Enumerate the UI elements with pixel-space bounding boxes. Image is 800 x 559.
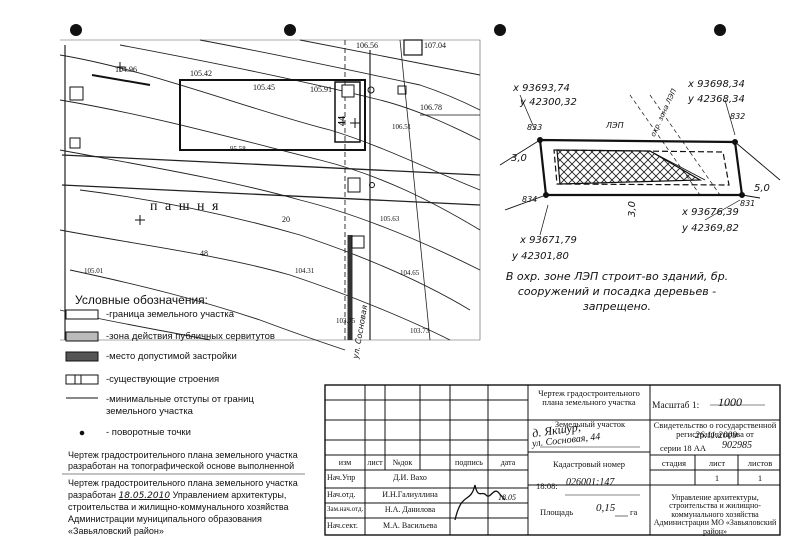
coordinate-x: х 93671,79 [520,235,577,246]
elevation-label: 104.96 [115,65,137,74]
elevation-label: 106.78 [420,103,442,112]
point-number: 833 [527,123,543,132]
binder-hole [494,24,506,36]
cadastral-value: 026001:147 [566,477,615,488]
elevation-label: 105.63 [380,215,400,223]
point-number: 832 [730,112,746,121]
coordinate-x: х 93676,39 [682,207,739,218]
setback-distance: 3,0 [626,201,638,217]
area-value: 0,15 [596,502,616,514]
stage-label: стадия [661,458,687,468]
point-number: 834 [522,195,538,204]
coordinate-x: х 93693,74 [513,83,570,94]
coordinate-y: у 42368,34 [688,94,745,105]
sheet-value: 1 [714,473,720,483]
sheets-value: 1 [757,473,763,483]
staff-role: Нач.Упр [327,473,356,482]
elevation-label: 105.42 [190,69,212,78]
plot-inset [499,94,781,236]
binder-hole [714,24,726,36]
cadastral-prefix: 18:08: [536,481,558,491]
coordinate-y: у 42369,82 [682,223,739,234]
drawing-title: Чертеж градостроительного плана земельно… [538,388,640,407]
coordinate-y: у 42300,32 [520,97,577,108]
certificate-label: Свидетельство о государственной регистра… [653,420,777,439]
certificate-number: 902985 [722,440,752,451]
legend-symbols [62,309,305,475]
field-label: п а ш н я [150,199,221,214]
scale-label: Масштаб 1: [652,401,700,411]
column-podpis: подпись [455,458,483,467]
restriction-note: В охр. зоне ЛЭП строит-во зданий, бр. со… [505,270,729,313]
elevation-label: 107.04 [424,41,446,50]
point-number: 831 [740,199,756,208]
certificate-series: серии 18 АА [660,443,707,453]
legend-item: -зона действия публичных сервитутов [106,331,275,342]
legend-item: -минимальные отступы от границ земельног… [106,394,254,418]
elevation-label: 106.51 [392,123,412,131]
building-number: 44 [337,116,348,126]
staff-name: М.А. Васильева [382,521,438,530]
elevation-label: 106.56 [356,41,378,50]
land-plot [69,39,480,249]
number-label: 20 [282,215,290,224]
column-list: лист [367,458,383,467]
coordinate-y: у 42301,80 [512,251,569,262]
staff-name: Д.И. Вахо [393,473,427,482]
legend-title: Условные обозначения: [75,293,208,307]
elevation-label: 104.31 [295,267,315,275]
elevation-label: 105.91 [310,85,332,94]
cadastral-label: Кадастровый номер [553,459,625,469]
number-label: 48 [200,249,208,258]
power-line-label: ЛЭП [606,121,624,130]
binder-hole [284,24,296,36]
area-unit: га [630,507,638,517]
staff-name: И.Н.Галиуллина [382,490,438,499]
organization: Управление архитектуры, строительства и … [653,493,777,536]
staff-role: Нач.сект. [327,521,358,530]
staff-name: Н.А. Данилова [384,505,436,514]
staff-role: Зам.нач.отд. [327,505,364,513]
elevation-label: 104.65 [400,269,420,277]
developer-date: 18.05.2010 [118,490,171,501]
staff-role: Нач.отд. [327,490,356,499]
elevation-label: 103.73 [410,327,430,335]
scale-value: 1000 [718,395,742,409]
developer-note: Чертеж градостроительного плана земельно… [68,478,318,537]
elevation-label: 105.45 [253,83,275,92]
legend-item: -место допустимой застройки [106,351,237,362]
elevation-label: 105.01 [84,267,104,275]
elevation-label: 103.75 [336,317,356,325]
signature-date: 18.05 [498,493,516,502]
title-block-grid [324,384,781,536]
setback-distance: 5,0 [754,183,770,194]
legend-item: - поворотные точки [106,427,191,438]
developer-prefix: Чертеж градостроительного плана земельно… [68,478,298,500]
sheet-label: лист [708,458,726,468]
column-izm: изм [338,458,352,467]
area-label: Площадь [540,507,574,517]
topography-footnote: Чертеж градостроительного плана земельно… [68,450,298,472]
sheets-label: листов [747,458,773,468]
land-plot-label: Земельный участок [554,419,626,429]
setback-distance: 3,0 [511,153,527,164]
certificate-date: 26.11.2009 [695,431,738,441]
signature [454,484,506,521]
legend-item: -граница земельного участка [106,309,235,320]
developer-suffix: Управлением архитектуры, строительства и… [68,489,289,536]
elevation-label: 95.58 [230,145,246,153]
coordinate-x: х 93698,34 [688,79,745,90]
column-data: дата [500,458,516,467]
column-ndok: №док [392,458,413,467]
legend-item: -существующие строения [106,374,220,385]
binder-hole [70,24,82,36]
